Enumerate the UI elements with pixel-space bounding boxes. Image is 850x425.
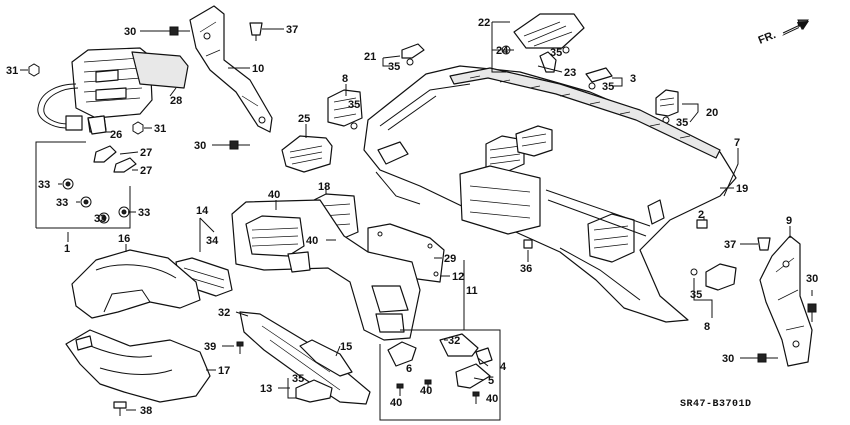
- vent-8-lower: [705, 263, 737, 291]
- callout-30: 30: [722, 353, 734, 365]
- vent-20: [655, 89, 679, 117]
- callout-31: 31: [6, 65, 18, 77]
- callout-8: 8: [342, 73, 348, 85]
- callout-39: 39: [204, 341, 216, 353]
- callout-12: 12: [452, 271, 464, 283]
- callout-20: 20: [706, 107, 718, 119]
- callout-9: 9: [786, 215, 792, 227]
- callout-40: 40: [390, 397, 402, 409]
- callout-6: 6: [406, 363, 412, 375]
- callout-35: 35: [676, 117, 688, 129]
- center-panel-11: [231, 199, 421, 341]
- callout-labels: 30 37 22 31 10 21 24 35 35 23 28 8 3 35 …: [6, 17, 818, 417]
- reference-code: SR47-B3701D: [680, 399, 752, 410]
- direction-label: FR.: [757, 29, 778, 47]
- callout-5: 5: [488, 375, 494, 387]
- connector-icon: [65, 115, 83, 131]
- callout-30: 30: [806, 273, 818, 285]
- callout-27: 27: [140, 147, 152, 159]
- callout-1: 1: [64, 243, 70, 255]
- callout-33: 33: [38, 179, 50, 191]
- callout-2: 2: [698, 209, 704, 221]
- clips-26-27: [87, 115, 137, 173]
- callout-40: 40: [306, 235, 318, 247]
- callout-8: 8: [704, 321, 710, 333]
- callout-38: 38: [140, 405, 152, 417]
- part-21: [401, 43, 425, 59]
- bracket-9: [759, 235, 813, 367]
- callout-40: 40: [420, 385, 432, 397]
- callout-14: 14: [196, 205, 209, 217]
- leader-lines: [20, 21, 813, 421]
- column-cover-lower-17: [65, 329, 211, 403]
- callout-37: 37: [724, 239, 736, 251]
- callout-31: 31: [154, 123, 166, 135]
- callout-35: 35: [388, 61, 400, 73]
- callout-35: 35: [550, 47, 562, 59]
- vent-25: [281, 135, 333, 173]
- airbag-module: [37, 47, 189, 133]
- speaker-grille-22: [501, 13, 585, 73]
- callout-30: 30: [124, 26, 136, 38]
- callout-21: 21: [364, 51, 376, 63]
- vent-8: [327, 89, 363, 127]
- bracket-10: [189, 5, 273, 133]
- callout-33: 33: [138, 207, 150, 219]
- callout-33: 33: [56, 197, 68, 209]
- knee-bolster-15: [239, 311, 371, 405]
- callout-24: 24: [496, 45, 509, 57]
- callout-36: 36: [520, 263, 532, 275]
- callout-30: 30: [194, 140, 206, 152]
- callout-26: 26: [110, 129, 122, 141]
- fasteners: [28, 22, 817, 416]
- callout-7: 7: [734, 137, 740, 149]
- dashboard-panel-7: [363, 65, 737, 323]
- callout-17: 17: [218, 365, 230, 377]
- callout-3: 3: [630, 73, 636, 85]
- callout-4: 4: [500, 361, 507, 373]
- front-direction-indicator: FR.: [757, 19, 809, 47]
- callout-15: 15: [340, 341, 352, 353]
- callout-40: 40: [268, 189, 280, 201]
- callout-23: 23: [564, 67, 576, 79]
- callout-35: 35: [348, 99, 360, 111]
- callout-40: 40: [486, 393, 498, 405]
- callout-33: 33: [94, 213, 106, 225]
- callout-11: 11: [466, 285, 478, 297]
- callout-35: 35: [292, 373, 304, 385]
- column-cover-upper-16: [71, 249, 201, 319]
- callout-16: 16: [118, 233, 130, 245]
- brackets-4-5-6: [387, 333, 493, 389]
- callout-13: 13: [260, 383, 272, 395]
- front-arrow-shape: [782, 21, 809, 36]
- callout-34: 34: [206, 235, 219, 247]
- callout-35: 35: [690, 289, 702, 301]
- callout-29: 29: [444, 253, 456, 265]
- callout-19: 19: [736, 183, 748, 195]
- callout-18: 18: [318, 181, 330, 193]
- callout-28: 28: [170, 95, 182, 107]
- callout-27: 27: [140, 165, 152, 177]
- part-3: [585, 67, 613, 83]
- callout-10: 10: [252, 63, 264, 75]
- callout-35: 35: [602, 81, 614, 93]
- callout-32: 32: [448, 335, 460, 347]
- callout-25: 25: [298, 113, 310, 125]
- callout-32: 32: [218, 307, 230, 319]
- callout-37: 37: [286, 24, 298, 36]
- callout-22: 22: [478, 17, 490, 29]
